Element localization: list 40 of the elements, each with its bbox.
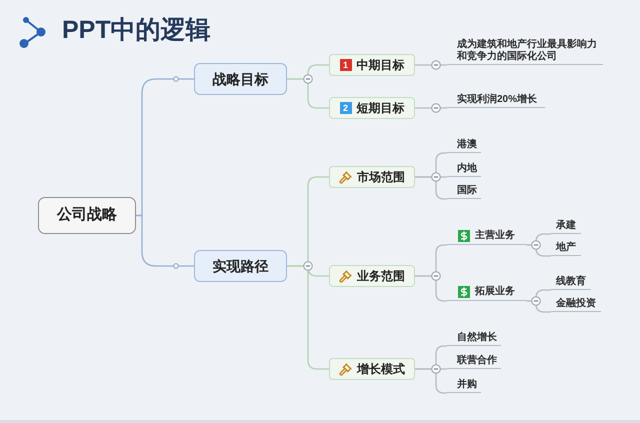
leaf-topic: 线教育 — [551, 275, 591, 290]
connector-line — [527, 300, 551, 313]
leaf-topic: 联营合作 — [447, 354, 501, 369]
leaf-topic: 国际 — [447, 184, 481, 199]
leaf-topic: 自然增长 — [447, 331, 501, 346]
topic-label: 增长模式 — [357, 361, 405, 378]
leaf-topic: 内地 — [447, 162, 481, 177]
subtopic-box — [329, 54, 415, 76]
connector-line — [415, 176, 447, 200]
topic-label: 中期目标 — [356, 57, 404, 74]
leaf-topic: 实现利润20%增长 — [447, 93, 545, 108]
title: PPT中的逻辑 — [62, 15, 211, 46]
branch-topic — [447, 229, 527, 245]
leaf-topic: 承建 — [551, 219, 581, 234]
subtopic-box — [329, 265, 415, 287]
priority-badge: 1 — [340, 59, 352, 71]
topic-label: 市场范围 — [357, 169, 405, 186]
subtopic-box — [329, 358, 415, 380]
connector-line — [287, 78, 329, 109]
topic-label: 拓展业务 — [475, 286, 515, 298]
leaf-topic: 成为建筑和地产行业最具影响力和竞争力的国际化公司 — [447, 37, 603, 65]
connector-line — [136, 214, 194, 267]
connector-line — [287, 265, 329, 370]
topic-box: 战略目标 — [194, 63, 287, 95]
topic-label: 主营业务 — [475, 230, 515, 242]
topic-box: 实现路径 — [194, 250, 287, 282]
leaf-topic: 金融投资 — [551, 297, 601, 312]
subtopic-box — [329, 166, 415, 188]
connector-line — [527, 244, 551, 257]
topic-label: 业务范围 — [357, 268, 405, 285]
leaf-topic: 并购 — [447, 378, 481, 393]
leaf-topic: 港澳 — [447, 138, 481, 153]
branch-topic — [447, 285, 527, 301]
connector-line — [415, 107, 447, 109]
topic-label: 短期目标 — [356, 100, 404, 117]
connector-line — [415, 64, 447, 66]
priority-badge: 2 — [340, 102, 352, 114]
topic-box: 公司战略 — [38, 197, 136, 234]
leaf-topic: 地产 — [551, 241, 581, 256]
subtopic-box — [329, 97, 415, 119]
